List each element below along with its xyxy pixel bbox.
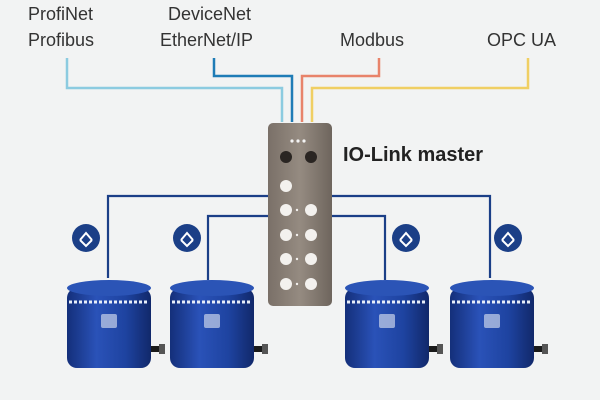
master-label: IO-Link master	[343, 144, 483, 166]
connector-modbus	[300, 58, 381, 122]
master-port-dark-left	[280, 151, 292, 163]
device-logo-icon	[101, 314, 117, 328]
device-cylinder	[450, 280, 548, 368]
io-link-master	[268, 123, 332, 306]
protocol-text-profinet: ProfiNet	[28, 4, 93, 24]
master-body	[268, 123, 332, 306]
master-status-leds	[290, 139, 306, 143]
device-logo-icon	[484, 314, 500, 328]
protocol-text-opc-ua: OPC UA	[487, 30, 556, 50]
connector-devicenet	[212, 58, 294, 122]
io-link-diamond-icon	[392, 224, 420, 252]
io-link-diamond-icon	[173, 224, 201, 252]
link-line-device-4	[330, 194, 492, 278]
connector-profinet	[65, 58, 284, 122]
protocol-text-ethernetip: EtherNet/IP	[160, 30, 253, 50]
protocol-text-profibus: Profibus	[28, 30, 94, 50]
io-link-diamond-icon	[494, 224, 522, 252]
io-link-diamond-icon	[72, 224, 100, 252]
master-port-dots	[295, 208, 299, 286]
io-link-lines	[106, 194, 492, 280]
master-ports	[280, 180, 317, 290]
device-logo-icon	[204, 314, 220, 328]
protocol-text-modbus: Modbus	[340, 30, 404, 50]
device-cylinder	[170, 280, 268, 368]
protocol-text-devicenet: DeviceNet	[168, 4, 251, 24]
connector-opc-ua	[310, 58, 530, 122]
link-line-device-3	[330, 214, 387, 280]
device-cylinder	[345, 280, 443, 368]
link-line-device-1	[106, 194, 272, 278]
protocol-label-profinet-profibus: ProfiNet Profibus	[28, 4, 94, 50]
device-logo-icon	[379, 314, 395, 328]
link-line-device-2	[206, 214, 272, 280]
device-cylinder	[67, 280, 165, 368]
protocol-label-devicenet-ethernetip: DeviceNet EtherNet/IP	[160, 4, 253, 50]
master-port-dark-right	[305, 151, 317, 163]
